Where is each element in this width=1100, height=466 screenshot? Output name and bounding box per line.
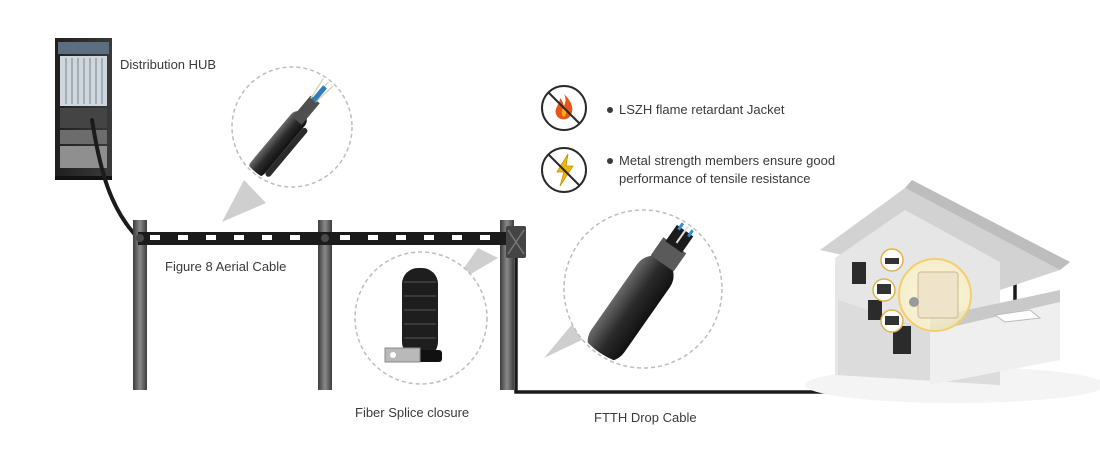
splice-closure-zoom-callout xyxy=(354,248,498,385)
bullet xyxy=(607,158,613,164)
pole-1 xyxy=(133,220,147,390)
fiber-splice-closure-label: Fiber Splice closure xyxy=(355,405,470,420)
figure-8-aerial-cable-label: Figure 8 Aerial Cable xyxy=(165,259,287,274)
feature-text-line-2: performance of tensile resistance xyxy=(619,171,811,186)
feature-metal-strength-members: Metal strength members ensure good perfo… xyxy=(607,152,887,192)
distribution-hub-label: Distribution HUB xyxy=(120,57,217,72)
bullet xyxy=(607,107,613,113)
figure-8-aerial-cable xyxy=(136,232,513,245)
pole-2 xyxy=(318,220,332,390)
flame-prohibited-icon xyxy=(541,85,587,131)
pole-3 xyxy=(500,220,514,390)
splice-closure-box xyxy=(506,226,526,258)
hub-feeder-cable xyxy=(90,118,142,242)
lightning-prohibited-icon xyxy=(541,147,587,193)
ftth-drop-cable-label: FTTH Drop Cable xyxy=(594,410,697,425)
drop-cable-zoom-callout xyxy=(544,209,723,369)
aerial-cable-zoom-callout xyxy=(222,66,353,222)
house xyxy=(805,180,1100,403)
feature-text-line-1: Metal strength members ensure good xyxy=(619,153,836,168)
feature-text: LSZH flame retardant Jacket xyxy=(619,102,785,117)
distribution-hub-rack xyxy=(55,38,112,180)
feature-lszh-jacket: LSZH flame retardant Jacket xyxy=(607,101,867,121)
